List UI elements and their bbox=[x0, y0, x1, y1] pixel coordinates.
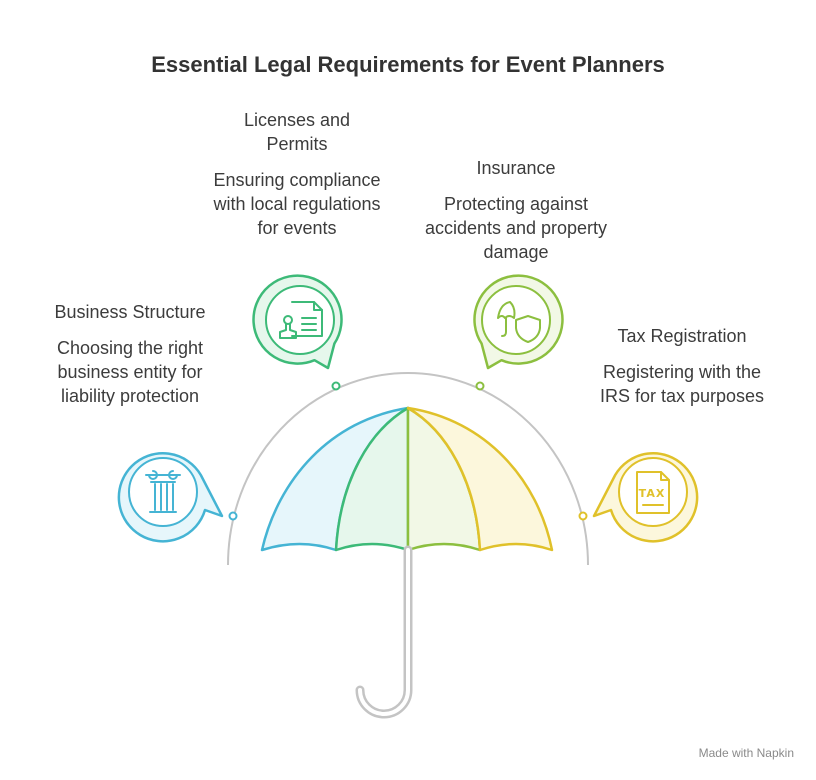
tax-registration-heading: Tax Registration bbox=[617, 326, 747, 346]
insurance-description: Protecting against accidents and propert… bbox=[424, 194, 608, 262]
licenses-permits-bubble bbox=[252, 274, 343, 370]
insurance-heading: Insurance bbox=[476, 158, 556, 178]
tax-document-icon bbox=[636, 471, 670, 514]
tax-registration-text: Tax Registration Registering with the IR… bbox=[596, 324, 768, 408]
business-structure-bubble bbox=[117, 452, 224, 543]
license-stamp-document-icon bbox=[279, 301, 323, 339]
tax-icon-label: TAX bbox=[639, 487, 666, 500]
business-structure-heading: Business Structure bbox=[54, 302, 206, 322]
connector-dot-2 bbox=[331, 381, 341, 391]
business-structure-description: Choosing the right business entity for l… bbox=[56, 338, 204, 406]
umbrella-handle bbox=[355, 545, 413, 719]
canopy-panel-2 bbox=[334, 406, 410, 552]
canopy-panel-4 bbox=[406, 406, 554, 552]
connector-dot-3 bbox=[475, 381, 485, 391]
tax-registration-description: Registering with the IRS for tax purpose… bbox=[599, 362, 765, 406]
outer-arc bbox=[227, 372, 589, 566]
licenses-permits-text: Licenses and Permits Ensuring compliance… bbox=[212, 108, 382, 240]
umbrella-shield-icon bbox=[497, 301, 541, 343]
insurance-text: Insurance Protecting against accidents a… bbox=[422, 156, 610, 264]
umbrella-handle-inner bbox=[358, 548, 410, 716]
business-structure-text: Business Structure Choosing the right bu… bbox=[40, 300, 220, 408]
licenses-permits-description: Ensuring compliance with local regulatio… bbox=[213, 170, 381, 238]
napkin-watermark[interactable]: Made with Napkin bbox=[698, 746, 794, 760]
insurance-bubble bbox=[473, 274, 564, 370]
licenses-permits-heading: Licenses and Permits bbox=[243, 110, 351, 154]
connector-dot-1 bbox=[228, 511, 238, 521]
tax-registration-bubble: TAX bbox=[592, 452, 699, 543]
column-pillar-icon bbox=[145, 470, 181, 513]
connector-dot-4 bbox=[578, 511, 588, 521]
diagram-title: Essential Legal Requirements for Event P… bbox=[151, 52, 665, 77]
